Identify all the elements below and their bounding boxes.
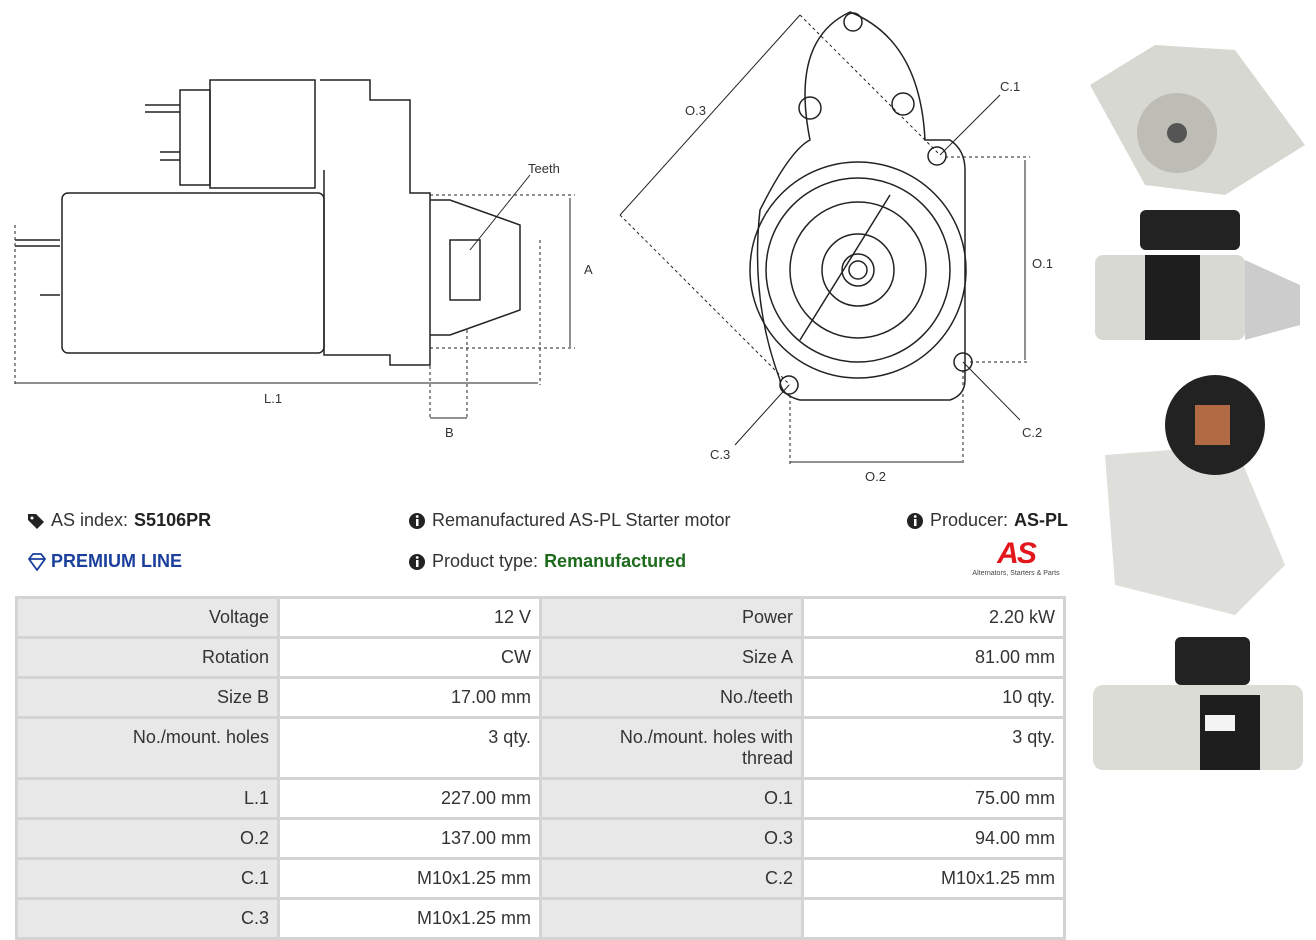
spec-value: 94.00 mm (801, 817, 1066, 860)
label-teeth: Teeth (528, 161, 560, 176)
description-text: Remanufactured AS-PL Starter motor (432, 510, 731, 530)
spec-label: O.2 (15, 817, 280, 860)
premium-line: PREMIUM LINE (27, 551, 182, 572)
front-view (619, 11, 1030, 465)
spec-value: 137.00 mm (277, 817, 542, 860)
logo-tagline: Alternators, Starters & Parts (972, 570, 1060, 577)
spec-label: No./teeth (539, 676, 804, 719)
spec-value: 3 qty. (277, 716, 542, 780)
spec-label: C.2 (539, 857, 804, 900)
as-index-label: AS index: (51, 510, 129, 530)
label-c1: C.1 (1000, 79, 1020, 94)
spec-label: L.1 (15, 777, 280, 820)
spec-label: No./mount. holes with thread (539, 716, 804, 780)
spec-value: 10 qty. (801, 676, 1066, 719)
label-l1: L.1 (264, 391, 282, 406)
label-c2: C.2 (1022, 425, 1042, 440)
label-o2: O.2 (865, 469, 886, 484)
spec-value: 227.00 mm (277, 777, 542, 820)
spec-value: M10x1.25 mm (277, 897, 542, 940)
description: Remanufactured AS-PL Starter motor (408, 510, 730, 531)
as-index: AS index: S5106PR (27, 510, 211, 531)
technical-drawing: Teeth A B L.1 O.3 C.1 O.1 C.2 C.3 O.2 (14, 11, 1053, 484)
label-c3: C.3 (710, 447, 730, 462)
info-icon (408, 553, 426, 571)
spec-label: C.1 (15, 857, 280, 900)
spec-value: 12 V (277, 596, 542, 639)
spec-label: Voltage (15, 596, 280, 639)
product-type: Product type: Remanufactured (408, 551, 686, 572)
label-b: B (445, 425, 454, 440)
product-type-value: Remanufactured (544, 551, 687, 571)
spec-label (539, 897, 804, 940)
producer-value: AS-PL (1014, 510, 1069, 530)
spec-value: 2.20 kW (801, 596, 1066, 639)
info-icon (906, 512, 924, 530)
spec-label: O.3 (539, 817, 804, 860)
label-a: A (584, 262, 593, 277)
tags-icon (27, 512, 45, 530)
spec-value: 3 qty. (801, 716, 1066, 780)
spec-value: 81.00 mm (801, 636, 1066, 679)
info-icon (408, 512, 426, 530)
spec-value (801, 897, 1066, 940)
product-type-label: Product type: (432, 551, 539, 571)
spec-label: Size B (15, 676, 280, 719)
spec-label: Power (539, 596, 804, 639)
spec-value: 17.00 mm (277, 676, 542, 719)
producer: Producer: AS-PL (906, 510, 1068, 531)
spec-label: No./mount. holes (15, 716, 280, 780)
as-index-value: S5106PR (134, 510, 212, 530)
spec-label: C.3 (15, 897, 280, 940)
spec-label: O.1 (539, 777, 804, 820)
label-o1: O.1 (1032, 256, 1053, 271)
spec-value: M10x1.25 mm (801, 857, 1066, 900)
logo-mark: AS (997, 537, 1037, 570)
photo-label-side (1093, 637, 1303, 770)
spec-value: CW (277, 636, 542, 679)
side-view (14, 79, 575, 420)
label-o3: O.3 (685, 103, 706, 118)
spec-label: Size A (539, 636, 804, 679)
spec-value: M10x1.25 mm (277, 857, 542, 900)
producer-label: Producer: (930, 510, 1009, 530)
spec-value: 75.00 mm (801, 777, 1066, 820)
photo-front (1090, 45, 1305, 195)
premium-label: PREMIUM LINE (51, 551, 183, 571)
spec-label: Rotation (15, 636, 280, 679)
photo-angle (1105, 375, 1285, 615)
diamond-icon (27, 552, 47, 572)
as-pl-logo: AS Alternators, Starters & Parts (965, 537, 1067, 578)
photo-side (1095, 210, 1300, 340)
product-photos (1090, 45, 1305, 770)
